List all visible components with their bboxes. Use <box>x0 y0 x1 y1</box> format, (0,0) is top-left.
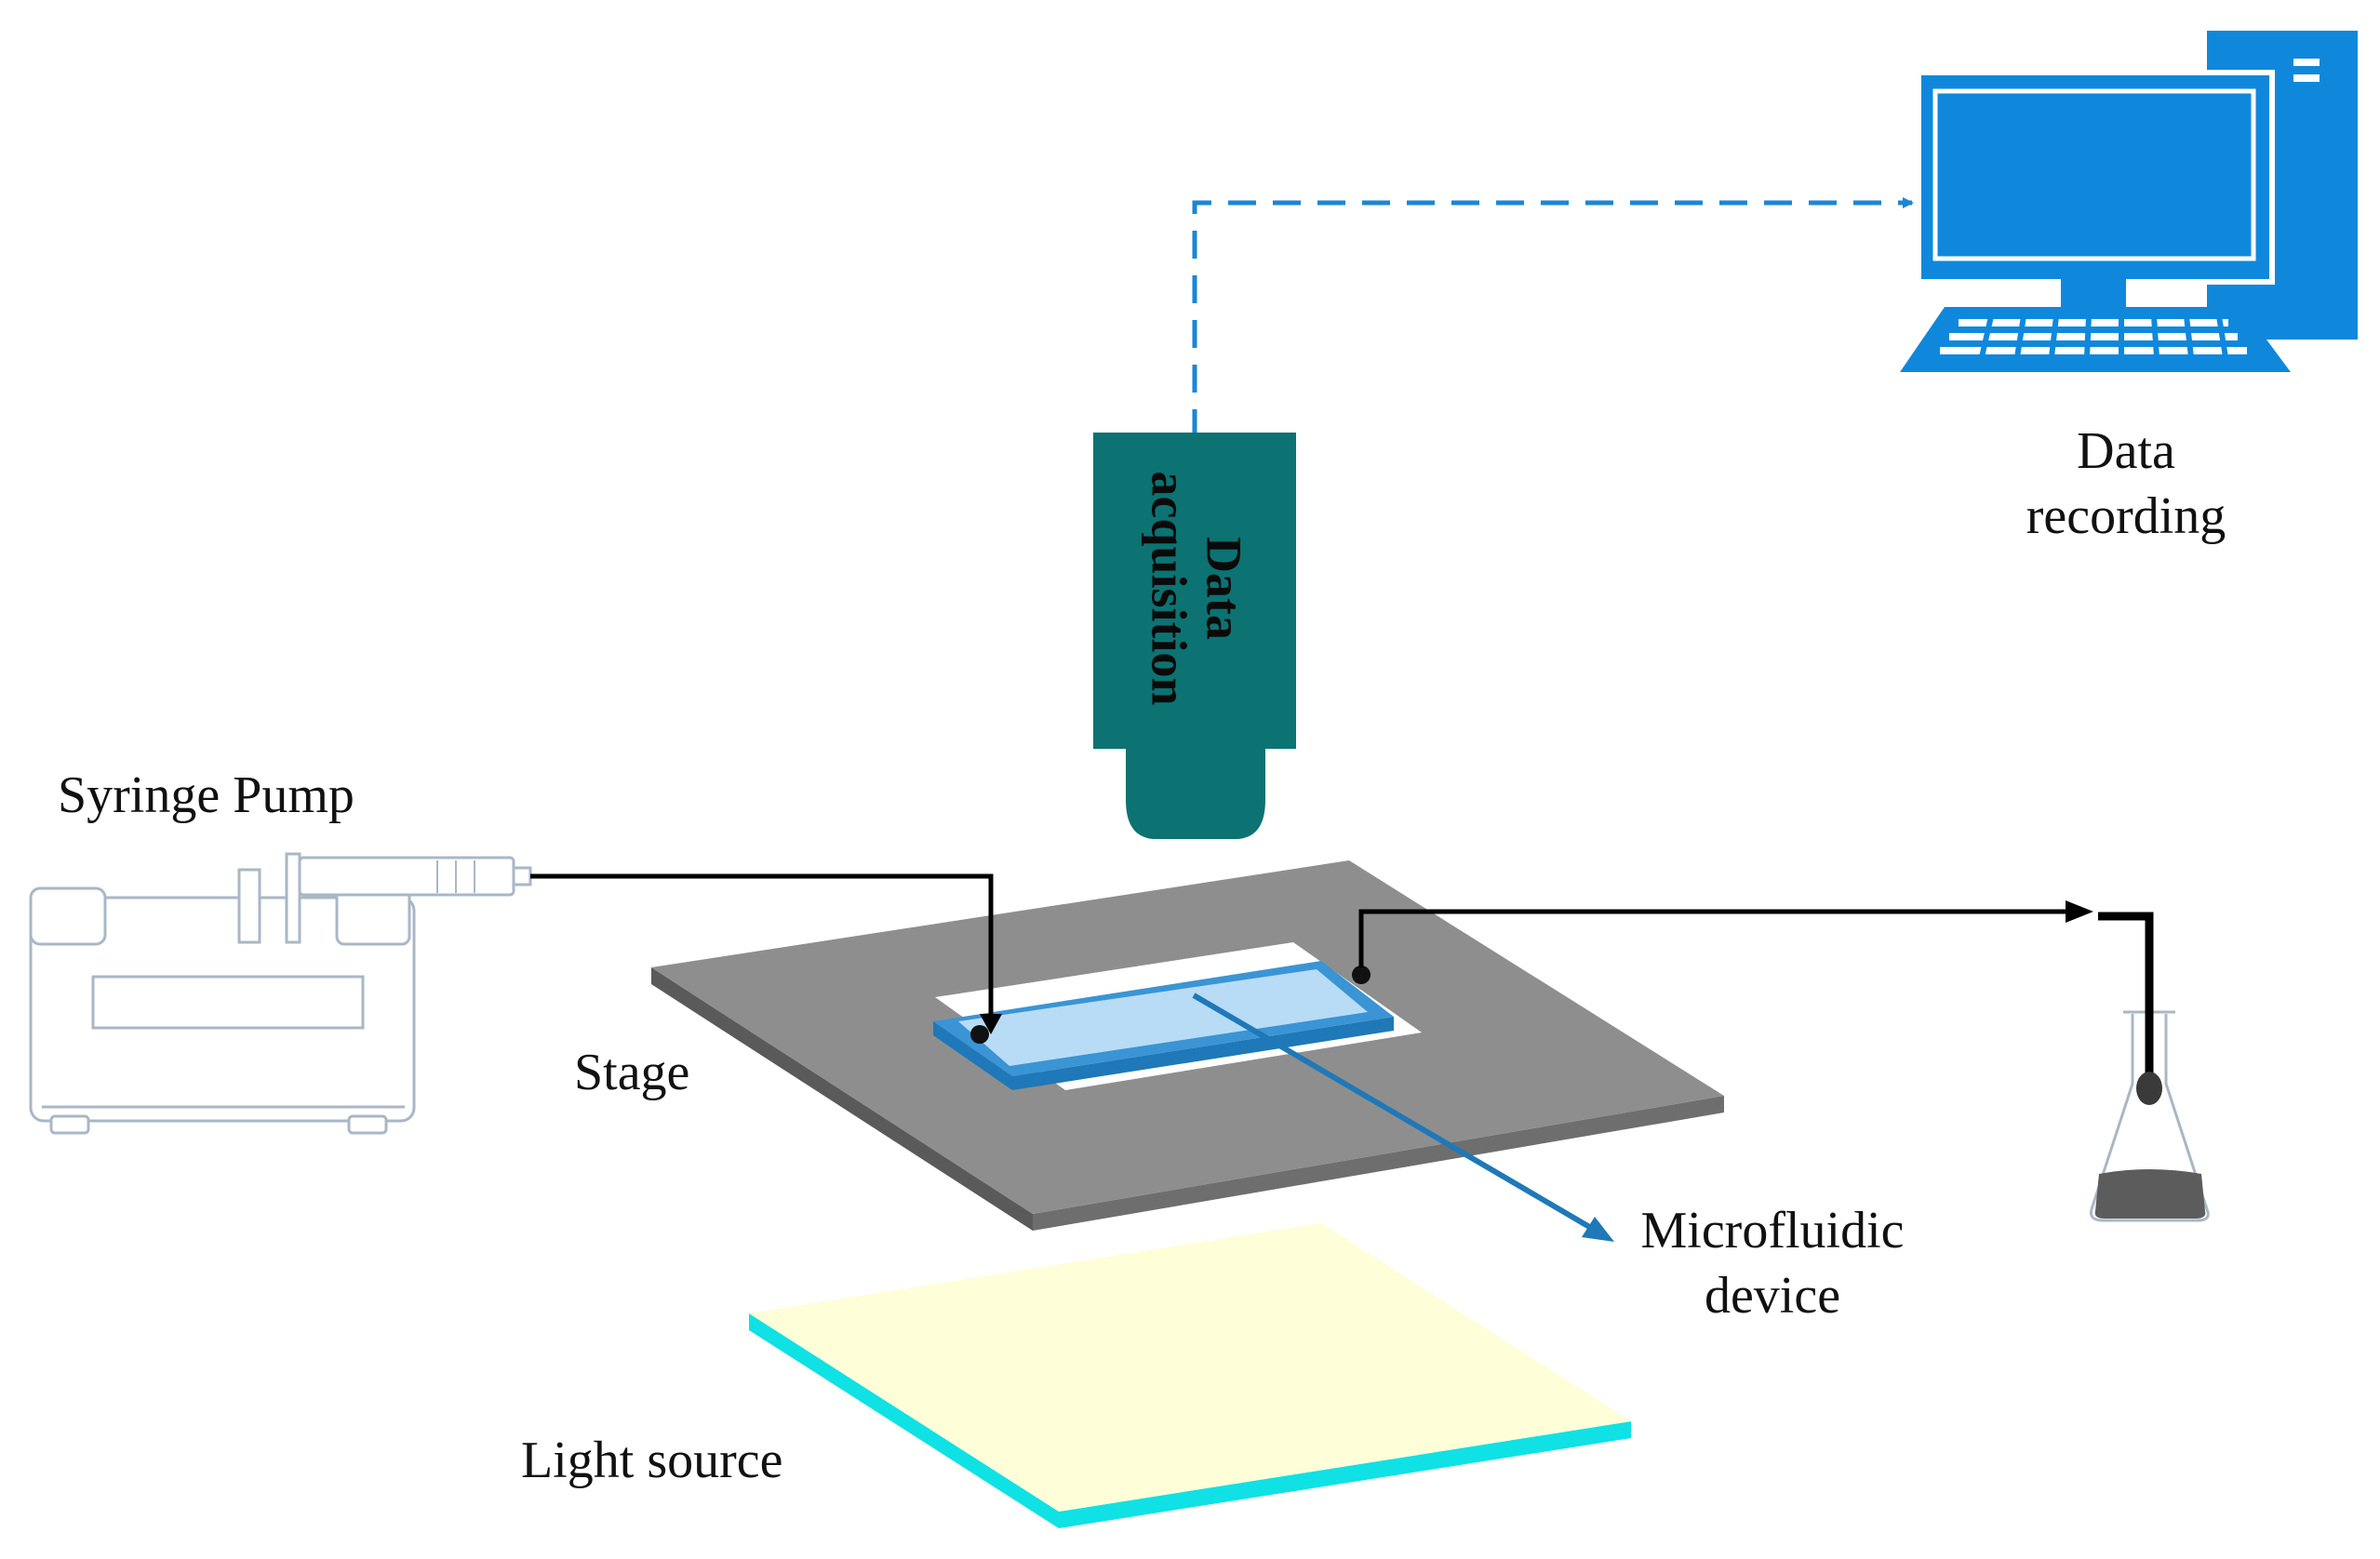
syringe-barrel-ticks <box>436 860 475 893</box>
data-recording-label: Data recording <box>2005 419 2247 549</box>
pump-foot-left <box>49 1114 90 1135</box>
outlet-tubing-arrowhead <box>2066 900 2093 923</box>
syringe-tip <box>512 866 532 886</box>
inlet-tubing <box>530 873 994 1021</box>
syringe-pump-icon <box>29 852 532 1135</box>
data-acquisition-line1: Data <box>1196 536 1252 640</box>
pump-pillar-2 <box>285 852 301 944</box>
chip-outlet-port <box>1352 966 1371 984</box>
keyboard-key-gaps <box>1979 315 2228 358</box>
keyboard-keys <box>1940 319 2247 354</box>
data-acquisition-label: Data acquisition <box>1107 444 1284 732</box>
chip-channel <box>958 969 1368 1066</box>
light-edge-front <box>749 1313 1059 1528</box>
outlet-tubing <box>1358 909 2070 967</box>
pump-clamp <box>335 886 411 946</box>
flask-liquid <box>2094 1169 2206 1219</box>
pump-foot-right <box>347 1114 388 1135</box>
monitor-screen <box>1932 88 2256 261</box>
chip-inlet-port <box>970 1025 989 1044</box>
stage-edge-front <box>651 967 1033 1231</box>
microscope-camera-icon <box>1093 433 1296 839</box>
desktop-computer-icon <box>1900 31 2358 372</box>
light-top <box>749 1223 1631 1512</box>
light-source-label: Light source <box>521 1432 783 1489</box>
monitor-stand <box>2061 279 2126 307</box>
pump-pillar-1 <box>237 868 261 944</box>
stage-label: Stage <box>574 1044 690 1101</box>
chip-edge <box>933 1021 1012 1090</box>
light-source-panel <box>749 1223 1631 1528</box>
inlet-tubing-arrowhead <box>980 1014 1002 1034</box>
collection-flask-icon <box>2090 912 2210 1222</box>
light-edge-right <box>1059 1421 1631 1528</box>
tower-slot-1 <box>2293 59 2320 66</box>
signal-dashed-arrow <box>1192 197 1914 437</box>
microfluidic-line1: Microfluidic <box>1640 1202 1905 1259</box>
stage-edge-right <box>1033 1096 1724 1231</box>
camera-lens <box>1126 749 1265 839</box>
device-pointer-arrowhead <box>1582 1217 1614 1242</box>
camera-body <box>1093 433 1296 749</box>
data-recording-line1: Data <box>2077 422 2175 480</box>
flask-drip-tube <box>2098 912 2154 1079</box>
syringe-pump-label: Syringe Pump <box>58 766 354 824</box>
microfluidic-line2: device <box>1704 1267 1841 1325</box>
data-acquisition-line2: acquisition <box>1141 470 1197 706</box>
microfluidic-device-label: Microfluidic device <box>1614 1198 1931 1328</box>
syringe-barrel <box>298 856 515 897</box>
microfluidic-device <box>933 961 1394 1090</box>
chip-edge-right <box>1012 1017 1394 1090</box>
pump-display <box>91 975 365 1030</box>
data-recording-line2: recording <box>2026 487 2226 545</box>
pump-top-block <box>29 886 107 946</box>
tower-slot-2 <box>2293 74 2320 82</box>
flask-drop <box>2136 1072 2162 1105</box>
device-pointer-arrow <box>1192 993 1604 1237</box>
